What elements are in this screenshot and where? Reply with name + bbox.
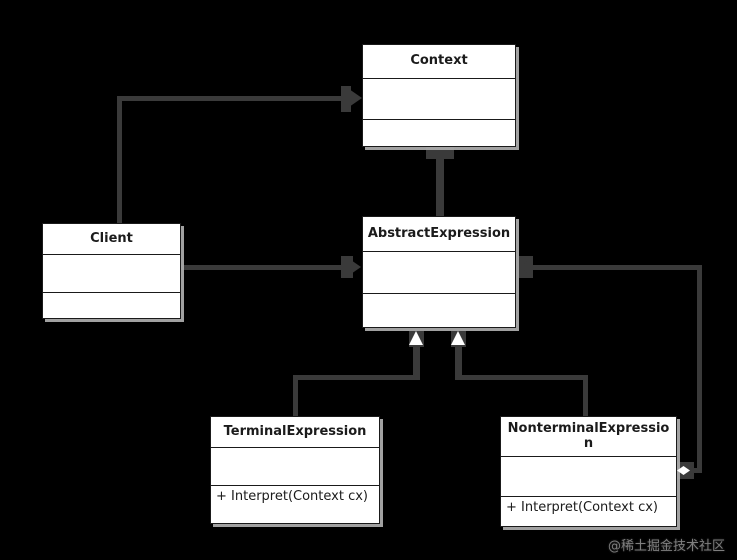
class-attributes-nonterminalexpression (501, 457, 676, 497)
class-name-terminalexpression: TerminalExpression (211, 417, 379, 448)
class-box-abstractexpression[interactable]: AbstractExpression (362, 216, 516, 328)
class-attributes-client (43, 255, 180, 293)
class-box-context[interactable]: Context (362, 44, 516, 147)
arrow-client-to-abstractexpression-icon (348, 258, 361, 276)
connector-nonterminal-generalization-horizontal (455, 375, 588, 380)
connector-client-context-vertical (117, 96, 122, 224)
class-operations-context (363, 120, 515, 146)
class-name-abstractexpression: AbstractExpression (363, 217, 515, 252)
connector-aggregation-top-horizontal (527, 265, 702, 270)
watermark-text: @稀土掘金技术社区 (607, 539, 725, 554)
class-attributes-abstractexpression (363, 252, 515, 294)
connector-nonterminal-generalization-lower-vertical (583, 375, 588, 419)
class-operations-terminalexpression: + Interpret(Context cx) (216, 489, 368, 504)
class-name-client: Client (43, 224, 180, 255)
connector-client-context-horizontal (117, 96, 352, 101)
connector-terminal-generalization-upper-vertical (413, 346, 420, 378)
class-operations-client (43, 293, 180, 318)
class-name-context: Context (363, 45, 515, 79)
arrow-aggregation-to-abstractexpression-icon (519, 258, 532, 276)
class-operations-abstractexpression (363, 294, 515, 326)
aggregation-diamond-icon (677, 466, 690, 475)
connector-terminal-generalization-lower-vertical (293, 375, 298, 419)
class-attributes-context (363, 79, 515, 120)
generalization-triangle-terminal-icon (409, 331, 423, 345)
connector-nonterminal-generalization-upper-vertical (455, 346, 462, 378)
class-operations-nonterminalexpression: + Interpret(Context cx) (506, 500, 658, 515)
connector-client-abstractexpression-horizontal (181, 265, 353, 270)
class-box-terminalexpression[interactable]: TerminalExpression + Interpret(Context c… (210, 416, 380, 524)
class-name-nonterminalexpression: NonterminalExpression (501, 417, 676, 457)
connector-terminal-generalization-horizontal (293, 375, 420, 380)
connector-client-context-tail-block (341, 86, 351, 112)
class-box-nonterminalexpression[interactable]: NonterminalExpression + Interpret(Contex… (500, 416, 677, 527)
connector-aggregation-right-vertical (697, 265, 702, 471)
connector-abstractexpression-context-vertical (436, 155, 444, 218)
arrow-client-to-context-icon (349, 89, 362, 107)
class-attributes-terminalexpression (211, 448, 379, 486)
class-box-client[interactable]: Client (42, 223, 181, 319)
generalization-triangle-nonterminal-icon (451, 331, 465, 345)
arrow-abstractexpression-to-context-icon (430, 145, 450, 158)
